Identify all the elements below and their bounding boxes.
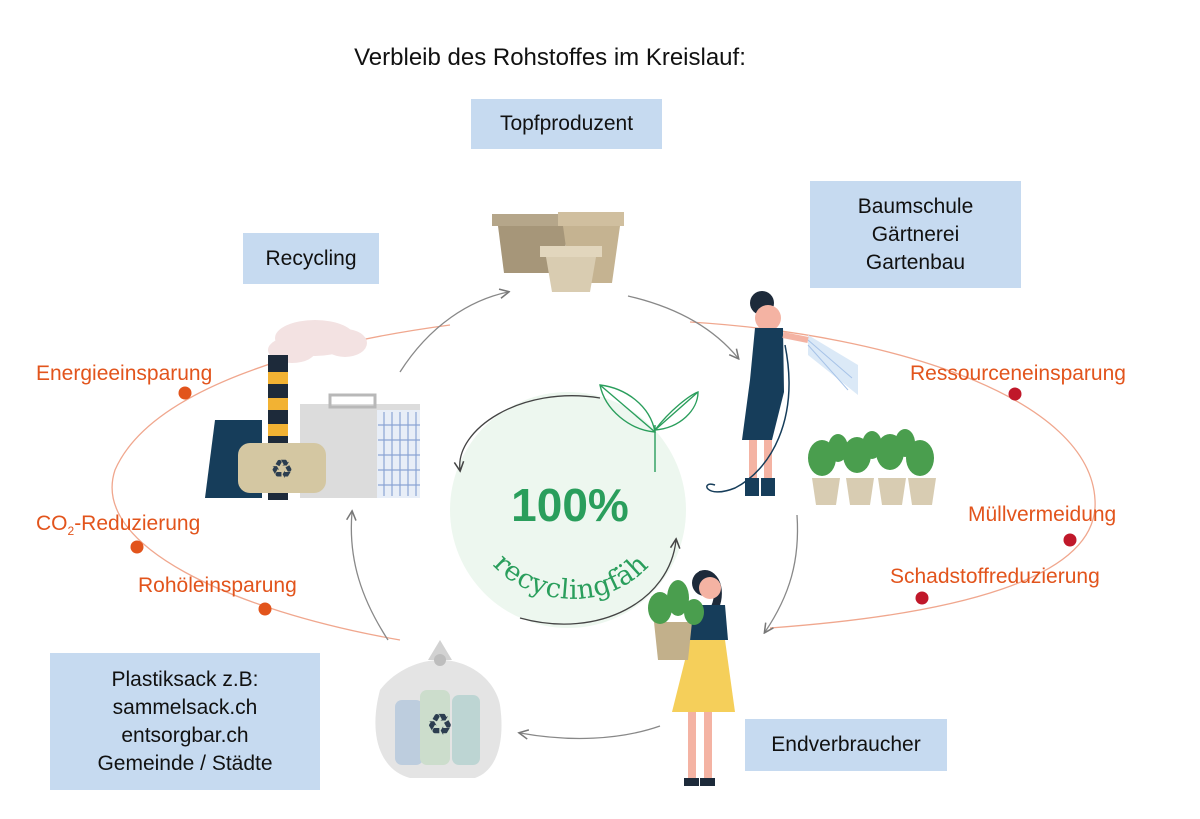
box-baumschule: Baumschule Gärtnerei Gartenbau (810, 181, 1021, 288)
dot-rohoel (258, 602, 272, 616)
benefit-dots (130, 386, 1077, 616)
plastic-bag-icon: ♻ (375, 640, 502, 778)
co2-suffix: -Reduzierung (74, 512, 201, 535)
benefit-roholeinsparung: Rohöleinsparung (138, 574, 297, 597)
box-topfproduzent-line: Topfproduzent (499, 112, 634, 135)
arrow-recycling-to-topf (399, 292, 508, 373)
diagram-title: Verbleib des Rohstoffes im Kreislauf: (354, 44, 746, 71)
arrow-gaertnerei-to-endverbraucher (765, 514, 799, 632)
benefit-orbit-right (689, 321, 1096, 629)
svg-text:♻: ♻ (270, 455, 293, 485)
box-baumschule-line-1: Baumschule (857, 194, 974, 218)
center-percent: 100% (511, 479, 629, 531)
co2-subscript: 2 (67, 524, 75, 539)
sprout-icon (599, 384, 699, 472)
arrow-sack-to-recycling (351, 512, 389, 641)
dot-muell (1063, 533, 1077, 547)
customer-icon (648, 570, 735, 786)
box-endverbraucher-line: Endverbraucher (771, 733, 921, 756)
box-baumschule-line-3: Gartenbau (865, 250, 966, 274)
benefit-schadstoffreduzierung: Schadstoffreduzierung (890, 565, 1100, 588)
flower-pots-icon (492, 212, 624, 292)
arrow-topf-to-gaertnerei (627, 295, 738, 358)
cycle-arrows (351, 292, 799, 738)
box-endverbraucher: Endverbraucher (745, 719, 947, 771)
box-baumschule-line-2: Gärtnerei (871, 222, 960, 246)
dot-ressource (1008, 387, 1022, 401)
box-plastiksack-line-3: entsorgbar.ch (121, 723, 249, 747)
box-recycling-line: Recycling (265, 246, 357, 270)
box-topfproduzent: Topfproduzent (471, 99, 662, 149)
gardener-icon (706, 291, 858, 496)
arrow-endverbraucher-to-sack (520, 725, 661, 738)
box-plastiksack-line-4: Gemeinde / Städte (97, 751, 273, 775)
dot-energie (178, 386, 192, 400)
box-recycling: Recycling (243, 233, 379, 284)
dot-co2 (130, 540, 144, 554)
recycling-plant-icon: ♻ (205, 320, 420, 500)
benefit-muellvermeidung: Müllvermeidung (968, 503, 1117, 526)
co2-prefix: CO (36, 512, 68, 535)
benefit-ressourceneinsparung: Ressourceneinsparung (910, 362, 1126, 385)
box-plastiksack-line-2: sammelsack.ch (112, 695, 258, 719)
potted-plants-icon (808, 429, 936, 505)
center-badge (450, 384, 699, 628)
box-plastiksack: Plastiksack z.B: sammelsack.ch entsorgba… (50, 653, 320, 790)
svg-text:♻: ♻ (427, 708, 454, 743)
dot-schadstoff (915, 591, 929, 605)
box-plastiksack-line-1: Plastiksack z.B: (111, 667, 259, 691)
benefit-energieeinsparung: Energieeinsparung (36, 362, 213, 385)
benefit-co2-reduzierung: CO2-Reduzierung (36, 512, 200, 538)
